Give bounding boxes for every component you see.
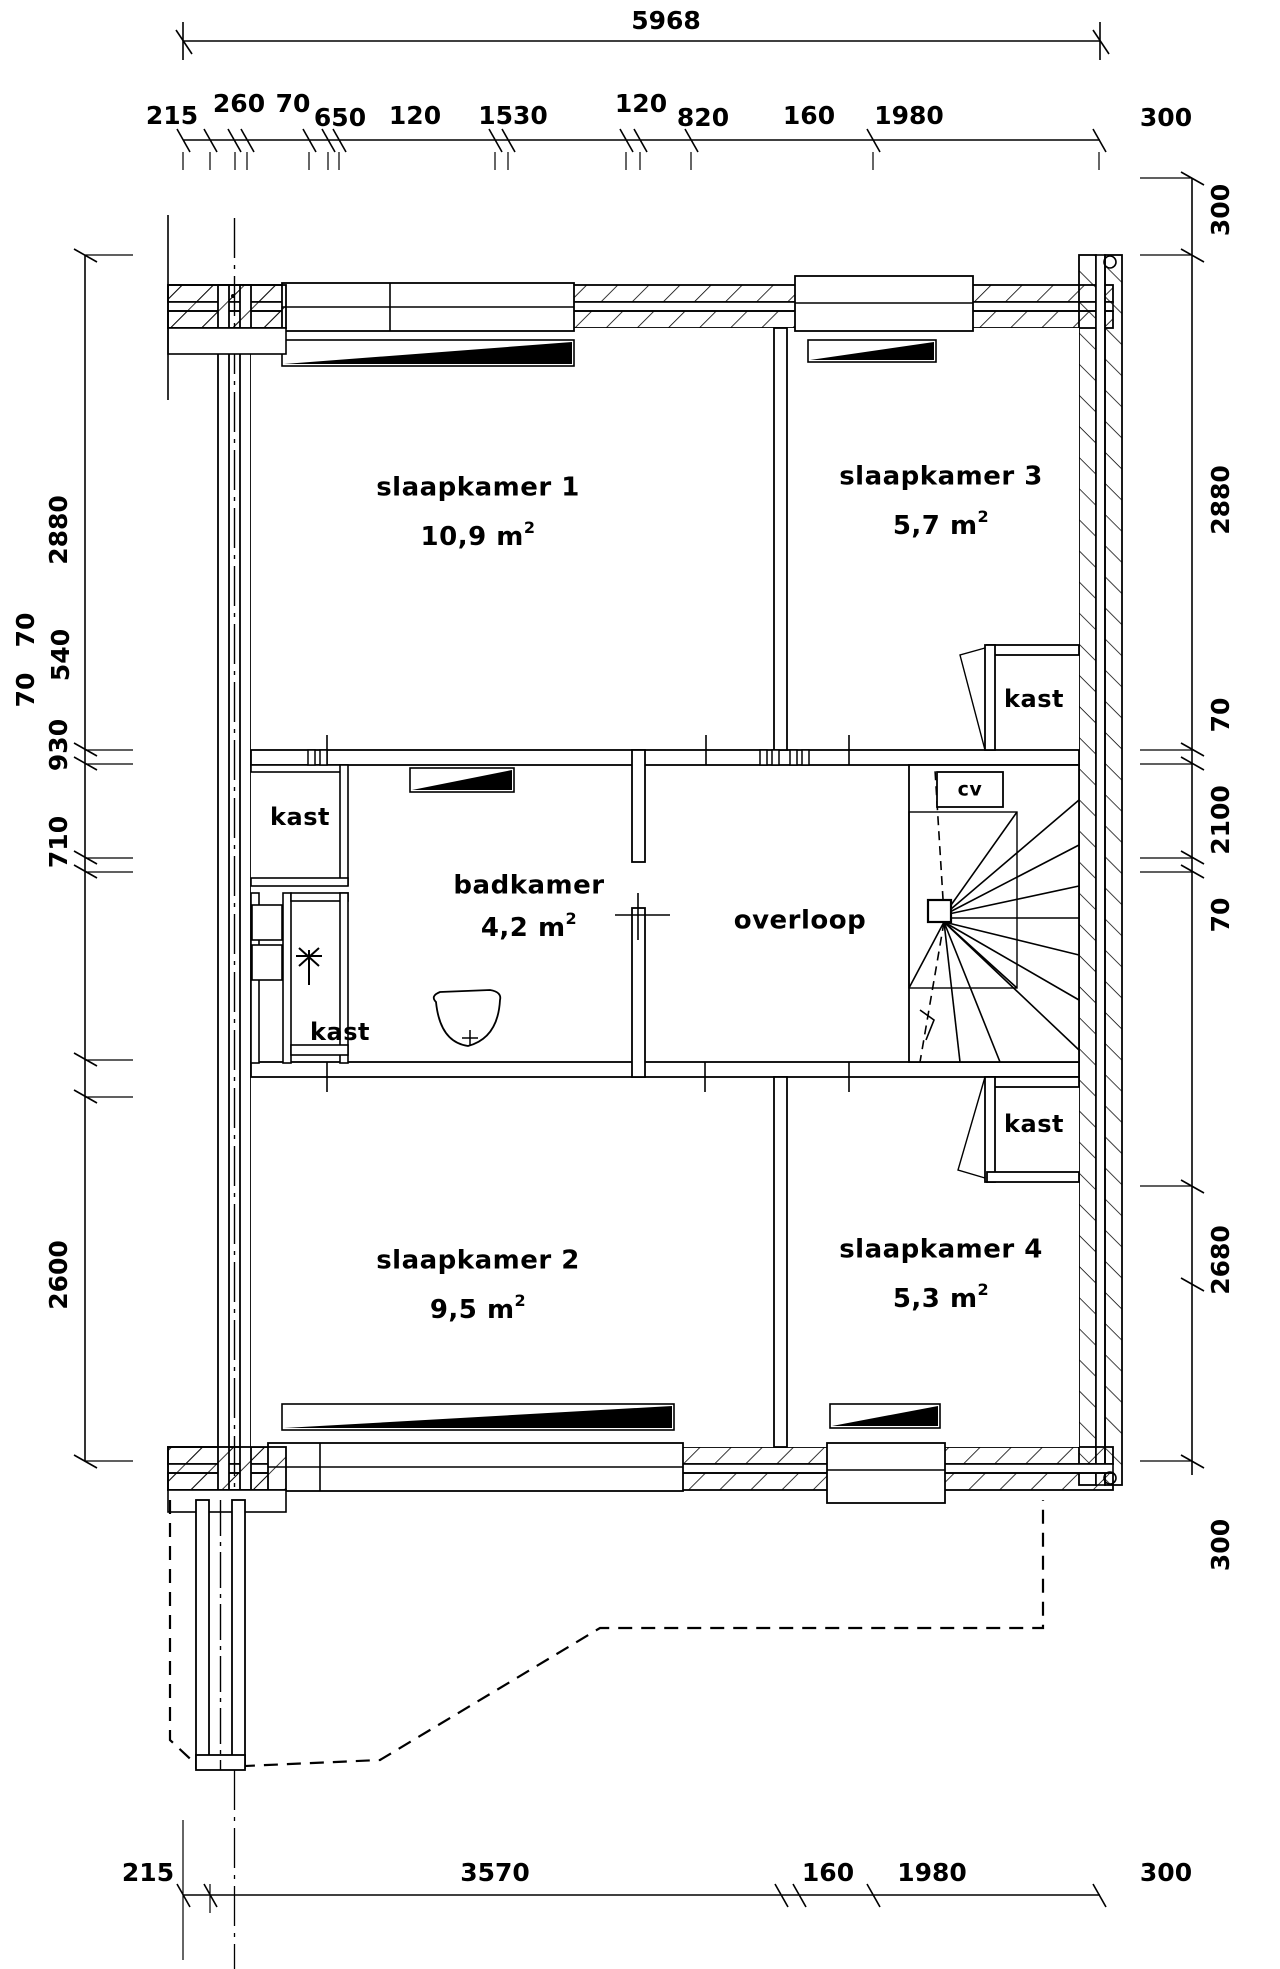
interior-wall-horizontal-upper	[250, 749, 1080, 766]
interior-wall-horizontal-lower	[250, 1061, 1080, 1078]
party-wall-head-bottom	[167, 1446, 287, 1513]
slaapkamer-2-name: slaapkamer 2	[376, 1246, 580, 1276]
dim-bottom-3: 1980	[897, 1858, 967, 1887]
kast-right-lower-label: kast	[1004, 1110, 1064, 1138]
dim-top-1: 260	[213, 89, 265, 118]
slaapkamer-3-name: slaapkamer 3	[839, 462, 1043, 492]
dim-top-3: 650	[314, 103, 366, 132]
window-badkamer	[409, 767, 515, 793]
overloop-name: overloop	[734, 906, 867, 936]
dim-left-4: 930	[44, 719, 73, 771]
dim-right-1: 2880	[1206, 465, 1235, 535]
dimension-left-chain	[73, 248, 133, 1469]
cv-label: cv	[958, 779, 983, 801]
door-jamb-marks	[307, 749, 810, 766]
balcony-projection-walls	[195, 1499, 246, 1771]
window-slaapkamer-2-bottom	[267, 1403, 684, 1492]
kast-left-lower-label: kast	[310, 1018, 370, 1046]
badkamer-name: badkamer	[453, 871, 604, 901]
interior-wall-vertical-upper	[773, 327, 788, 751]
dim-top-6: 120	[615, 89, 667, 118]
dim-top-0: 215	[146, 101, 198, 130]
dimension-top-chain	[176, 128, 1107, 170]
dimension-bottom-chain-labels: 215 3570 160 1980 300	[122, 1858, 1192, 1887]
slaapkamer-1-name: slaapkamer 1	[376, 473, 580, 503]
dimension-right-chain-labels: 300 2880 70 2100 70 2680 300	[1206, 184, 1235, 1571]
kast-right-upper	[959, 644, 1080, 751]
dim-right-0: 300	[1206, 184, 1235, 236]
dim-bottom-1: 3570	[460, 1858, 530, 1887]
wall-corner-markers	[1103, 255, 1117, 1485]
dim-top-5: 1530	[478, 101, 548, 130]
dim-right-6: 300	[1206, 1519, 1235, 1571]
interior-wall-badkamer-overloop	[615, 749, 670, 1078]
staircase	[908, 764, 1080, 1063]
dim-bottom-2: 160	[802, 1858, 854, 1887]
slaapkamer-4-area: 5,3 m2	[893, 1280, 989, 1314]
dim-top-8: 160	[783, 101, 835, 130]
dim-left-1: 70	[11, 613, 40, 648]
dimension-left-chain-labels: 2880 70 540 70 930 710 2600	[11, 495, 75, 1310]
dimension-top-chain-labels: 215 260 70 650 120 1530 120 820 160 1980…	[146, 89, 1192, 132]
badkamer-area: 4,2 m2	[481, 909, 577, 943]
bathroom-sink	[432, 989, 502, 1047]
slaapkamer-4-name: slaapkamer 4	[839, 1235, 1043, 1265]
interior-wall-vertical-lower	[773, 1076, 788, 1448]
dim-top-2: 70	[276, 89, 311, 118]
room-labels: slaapkamer 1 10,9 m2 slaapkamer 3 5,7 m2…	[270, 462, 1043, 1325]
dim-left-2: 540	[46, 629, 75, 681]
party-wall-head-top	[167, 215, 287, 400]
slaapkamer-3-area: 5,7 m2	[893, 507, 989, 541]
dim-top-10: 300	[1140, 103, 1192, 132]
dim-bottom-4: 300	[1140, 1858, 1192, 1887]
dim-right-5: 2680	[1206, 1225, 1235, 1295]
dim-right-3: 2100	[1206, 785, 1235, 855]
dim-top-4: 120	[389, 101, 441, 130]
bathroom-shower-drain-icon	[296, 947, 322, 985]
window-slaapkamer-3-top	[794, 275, 974, 363]
dim-right-2: 70	[1206, 698, 1235, 733]
dim-bottom-0: 215	[122, 1858, 174, 1887]
kast-left-upper-walls	[250, 764, 349, 887]
kast-left-lower-walls	[250, 892, 349, 1064]
dim-top-overall-label: 5968	[631, 6, 701, 35]
cv-unit	[936, 771, 1004, 808]
kast-right-upper-label: kast	[1004, 685, 1064, 713]
dim-left-5: 710	[44, 816, 73, 868]
roof-projection-outline	[168, 1500, 1045, 1770]
window-slaapkamer-4-bottom	[826, 1403, 946, 1504]
kast-left-upper-label: kast	[270, 803, 330, 831]
window-slaapkamer-1-top	[281, 282, 575, 367]
kast-right-lower	[957, 1076, 1080, 1183]
dimension-top-overall	[175, 22, 1110, 60]
dim-left-3: 70	[11, 673, 40, 708]
exterior-wall-right	[1078, 254, 1123, 1486]
dim-left-0: 2880	[44, 495, 73, 565]
slaapkamer-1-area: 10,9 m2	[421, 518, 536, 552]
dim-left-6: 2600	[44, 1240, 73, 1310]
dim-right-4: 70	[1206, 898, 1235, 933]
dim-top-9: 1980	[874, 101, 944, 130]
dimension-right-chain	[1140, 171, 1205, 1475]
dim-top-7: 820	[677, 103, 729, 132]
slaapkamer-2-area: 9,5 m2	[430, 1291, 526, 1325]
dimension-bottom-chain	[176, 1820, 1107, 1960]
